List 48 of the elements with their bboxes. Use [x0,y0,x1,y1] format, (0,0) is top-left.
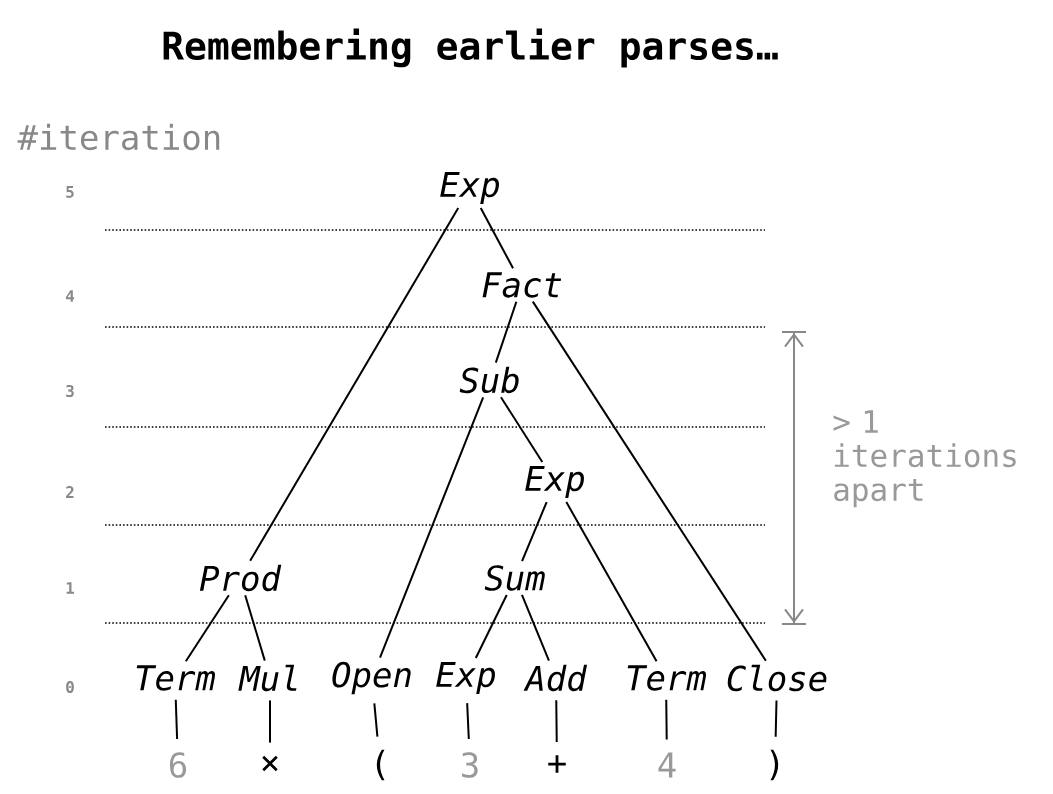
symbol-label: Term [136,665,216,691]
symbol-label: Sub [459,366,519,394]
tree-edge [565,501,658,663]
tree-edge [494,300,518,364]
tree-edge [249,207,460,562]
symbol-label: Open [332,661,411,695]
token: ) [770,749,779,781]
tree-edge [479,207,515,270]
level-number: 5 [66,186,74,198]
level-number: 0 [66,680,74,694]
tree-edge [521,501,548,562]
tick-mark [373,702,379,738]
symbol-label: Exp [440,172,499,204]
axis-title: #iteration [17,123,220,151]
symbol-label: Term [627,665,707,691]
level-number: 1 [66,582,75,594]
level-number: 4 [66,290,75,302]
symbol-label: Fact [482,272,562,298]
token: 3 [462,752,478,778]
token: + [548,755,566,773]
symbol-label: Sum [484,565,545,591]
tick-mark [269,699,271,744]
token: 4 [658,752,676,778]
symbol-label: Exp [525,466,584,498]
symbol-label: Prod [199,564,282,592]
tick-mark [174,698,179,740]
tree-edge [244,594,266,662]
tick-mark [665,698,668,741]
level-number: 3 [66,384,74,398]
tick-mark [466,702,470,740]
tree-edge [499,396,544,463]
title: Remembering earlier parses… [163,28,778,68]
level-number: 2 [66,486,74,498]
tree-edge [531,300,767,662]
token: ( [376,749,385,781]
symbol-label: Close [727,664,827,692]
token: × [262,755,278,772]
tree-edge [520,594,550,662]
symbol-label: Add [523,664,588,692]
annotation: > 1 iterations apart [833,410,1016,508]
symbol-label: Exp [436,662,495,694]
tick-mark [774,699,778,738]
token: 6 [170,752,187,778]
symbol-label: Mul [238,664,297,692]
tick-mark [555,699,558,744]
tree-edge [474,593,508,659]
tree-edge [379,396,485,659]
tree-edge [184,594,230,663]
